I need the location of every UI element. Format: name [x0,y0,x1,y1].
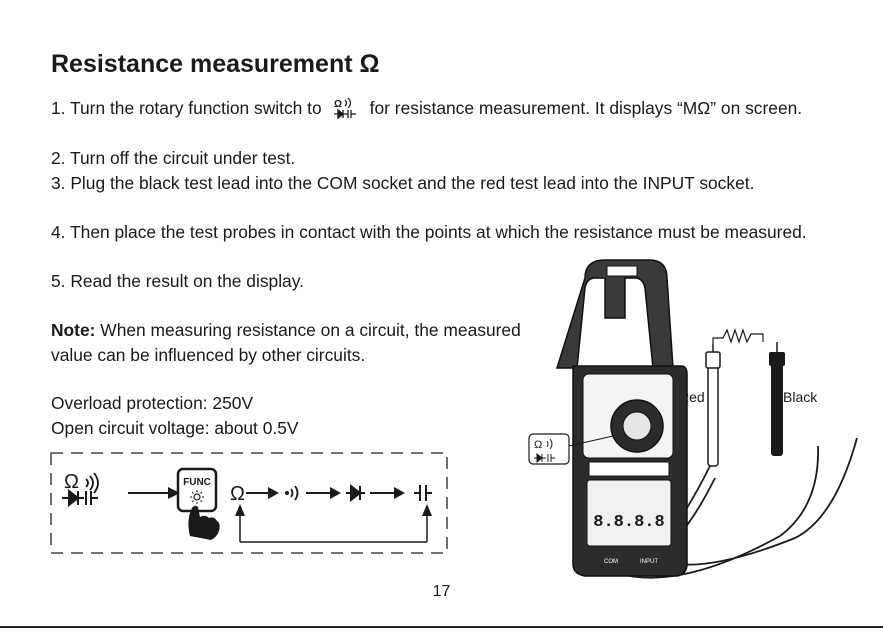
func-button-label: FUNC [183,477,211,488]
omega-symbol: Ω [230,483,245,505]
step-2: 2. Turn off the circuit under test. [51,148,296,168]
step-1-text-before: 1. Turn the rotary function switch to [51,98,322,118]
resistor-symbol [712,328,764,344]
black-probe [769,342,785,456]
red-probe [705,344,721,467]
step-1: 1. Turn the rotary function switch to Ω … [51,96,834,121]
capacitor-icon [414,485,432,501]
arrow-icon [246,487,279,499]
svg-text:Ω: Ω [334,99,342,110]
svg-text:Ω: Ω [64,471,79,493]
page-number: 17 [432,583,451,600]
input-socket-label: INPUT [640,559,658,565]
overload-protection: Overload protection: 250V [51,393,254,413]
note: Note: When measuring resistance on a cir… [51,318,521,367]
clamp-meter-illustration: Red Black 8.8.8.8 COM INPUT Ω [528,259,858,579]
arrow-icon [370,487,405,499]
meter-body: 8.8.8.8 COM INPUT [555,259,688,577]
lcd-digits: 8.8.8.8 [593,513,664,532]
func-button-icon: FUNC [176,467,218,513]
finger-press-icon [188,505,220,540]
note-label: Note: [51,320,96,340]
function-cycle-diagram: Ω FUNC Ω [50,452,448,554]
step-5: 5. Read the result on the display. [51,271,304,291]
page-title: Resistance measurement Ω [51,50,380,78]
black-lead-label: Black [783,389,818,405]
page-bottom-rule [0,626,883,628]
open-circuit-voltage: Open circuit voltage: about 0.5V [51,418,299,438]
arrow-icon [306,487,341,499]
return-loop-arrow [235,504,432,543]
diode-icon [346,483,365,503]
dial-callout: Ω [528,433,614,465]
step-3: 3. Plug the black test lead into the COM… [51,173,755,193]
ohm-continuity-diode-capacitor-icon: Ω [333,97,356,119]
arrow-icon [128,487,180,499]
continuity-icon [285,485,299,501]
step-4: 4. Then place the test probes in contact… [51,222,807,242]
note-text: When measuring resistance on a circuit, … [51,320,521,365]
com-socket-label: COM [604,559,618,565]
dashed-frame [50,452,448,554]
dial-omega: Ω [534,439,542,451]
ohm-continuity-diode-capacitor-icon: Ω [62,471,99,508]
step-1-text-after: for resistance measurement. It displays … [369,98,803,118]
